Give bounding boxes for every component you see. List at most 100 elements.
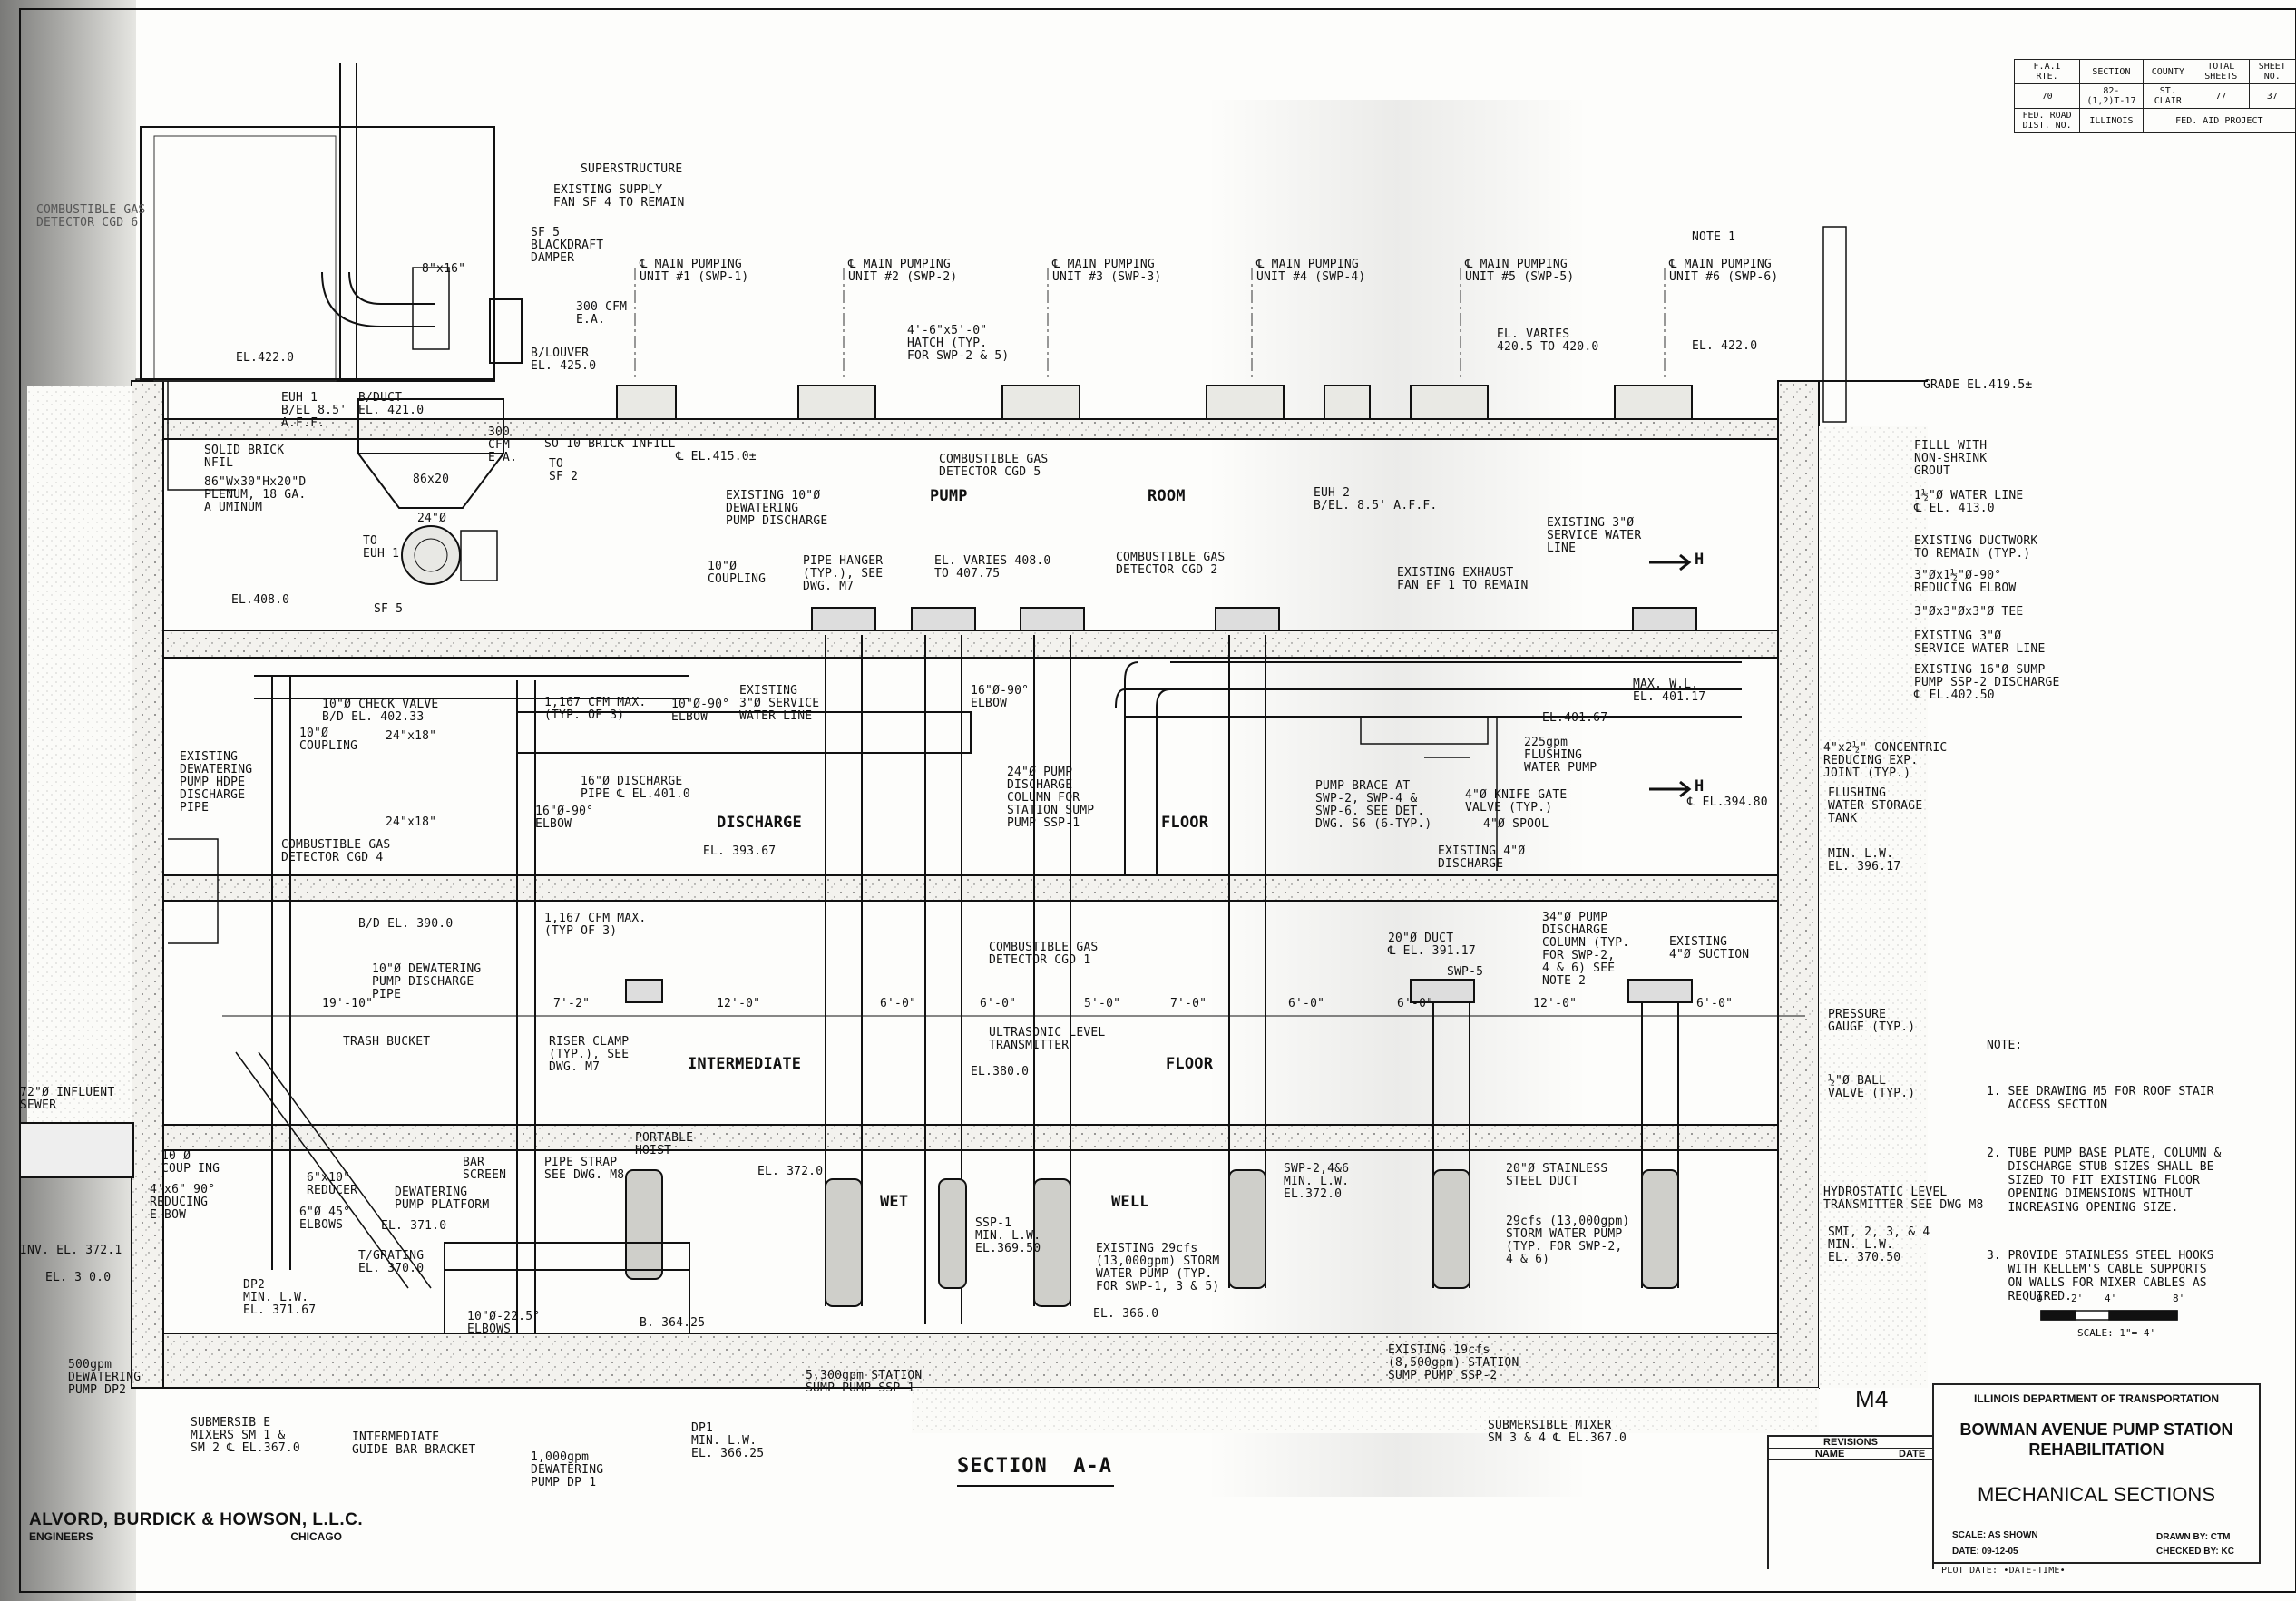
firm-sub: ENGINEERS xyxy=(29,1530,93,1543)
callout-sump-16: EXISTING 16"Ø SUMP PUMP SSP-2 DISCHARGE … xyxy=(1914,663,2060,702)
note-item: 3. PROVIDE STAINLESS STEEL HOOKS WITH KE… xyxy=(1987,1249,2214,1303)
scale-tick: 2' xyxy=(2071,1293,2084,1304)
dimension: 6'-0" xyxy=(1288,997,1325,1010)
callout-max-wl: MAX. W.L. EL. 401.17 xyxy=(1633,678,1706,704)
header-value: ST. CLAIR xyxy=(2142,83,2193,109)
dimension: 6'-0" xyxy=(980,997,1017,1010)
callout-influent: 72"Ø INFLUENT SEWER xyxy=(20,1086,115,1112)
callout-sf5: SF 5 BLACKDRAFT DAMPER xyxy=(531,226,604,265)
callout-el39367: EL. 393.67 xyxy=(703,844,777,858)
room-label-discharge: DISCHARGE xyxy=(717,814,802,832)
callout-dp2: DP2 MIN. L.W. EL. 371.67 xyxy=(243,1278,317,1317)
callout-swp2: SWP-2,4&6 MIN. L.W. EL.372.0 xyxy=(1284,1162,1350,1201)
revisions-header-row: NAME DATE xyxy=(1769,1449,1932,1460)
callout-note1: NOTE 1 xyxy=(1692,230,1736,244)
callout-300cfm: 300 CFM E.A. xyxy=(576,300,628,327)
callout-dewatering-10: EXISTING 10"Ø DEWATERING PUMP DISCHARGE xyxy=(726,489,828,528)
room-label-floor-1: FLOOR xyxy=(1161,814,1209,832)
dimension: 6'-0" xyxy=(1397,997,1434,1010)
callout-gas-cgd2: COMBUSTIBLE GAS DETECTOR CGD 2 xyxy=(1116,551,1226,577)
unit-5-label: ℄ MAIN PUMPING UNIT #5 (SWP-5) xyxy=(1465,258,1575,284)
callout-el39480: ℄ EL.394.80 xyxy=(1687,796,1768,809)
revisions-table: REVISIONS NAME DATE xyxy=(1767,1435,1934,1569)
callout-dewatering-1000: 1,000gpm DEWATERING PUMP DP 1 xyxy=(531,1450,604,1489)
callout-el372: EL. 372.0 xyxy=(757,1165,824,1178)
callout-duct-8x16: 8"x16" xyxy=(422,262,466,276)
callout-ultrasonic: ULTRASONIC LEVEL TRANSMITTER xyxy=(989,1026,1106,1052)
revisions-name: NAME xyxy=(1769,1449,1892,1459)
room-label-well: WELL xyxy=(1111,1193,1149,1211)
callout-smi: SMI, 2, 3, & 4 MIN. L.W. EL. 370.50 xyxy=(1828,1225,1930,1264)
callout-b36425: B. 364.25 xyxy=(640,1316,706,1330)
callout-dp1: DP1 MIN. L.W. EL. 366.25 xyxy=(691,1421,765,1460)
callout-bar-screen: BAR SCREEN xyxy=(463,1156,507,1182)
unit-4-label: ℄ MAIN PUMPING UNIT #4 (SWP-4) xyxy=(1256,258,1366,284)
callout-ssp2: EXISTING 19cfs (8,500gpm) STATION SUMP P… xyxy=(1388,1343,1519,1382)
callout-sf5-b: SF 5 xyxy=(374,602,404,616)
callout-coupling-10-b: 10"Ø COUPLING xyxy=(299,727,358,753)
callout-bd390: B/D EL. 390.0 xyxy=(358,917,454,931)
callout-brick-infill: SO 10 BRICK INFILL xyxy=(544,437,676,451)
callout-el422-b: EL. 422.0 xyxy=(1692,339,1758,353)
callout-tee: 3"Øx3"Øx3"Ø TEE xyxy=(1914,605,2024,619)
right-wall xyxy=(1777,380,1820,1389)
sheet-id: M4 xyxy=(1855,1385,1889,1412)
callout-bduct: B/DUCT EL. 421.0 xyxy=(358,391,425,417)
dimension: 7'-0" xyxy=(1170,997,1207,1010)
project-title: BOWMAN AVENUE PUMP STATION REHABILITATIO… xyxy=(1959,1420,2233,1459)
callout-flushing-tank: FLUSHING WATER STORAGE TANK xyxy=(1828,786,1923,825)
callout-1167cfm: 1,167 CFM MAX. (TYP. OF 3) xyxy=(544,696,647,722)
unit-1-label: ℄ MAIN PUMPING UNIT #1 (SWP-1) xyxy=(640,258,749,284)
header-foot: FED. AID PROJECT xyxy=(2142,108,2296,133)
callout-euh1: EUH 1 B/EL 8.5' A.F.F. xyxy=(281,391,347,430)
roof-slab xyxy=(135,418,1788,440)
room-label-intermediate: INTERMEDIATE xyxy=(688,1055,802,1073)
revisions-title: REVISIONS xyxy=(1769,1437,1932,1449)
agency: ILLINOIS DEPARTMENT OF TRANSPORTATION xyxy=(1974,1392,2219,1405)
dimension: 6'-0" xyxy=(1696,997,1734,1010)
callout-ssp1: SSP-1 MIN. L.W. EL.369.50 xyxy=(975,1216,1041,1255)
callout-elbow-16-b: 16"Ø-90° ELBOW xyxy=(535,805,594,831)
callout-elbow-16: 16"Ø-90° ELBOW xyxy=(971,684,1030,710)
callout-service-3-b: EXISTING 3"Ø SERVICE WATER LINE xyxy=(1547,516,1642,555)
callout-hatch: 4'-6"x5'-0" HATCH (TYP. FOR SWP-2 & 5) xyxy=(907,324,1010,363)
header-cell: COUNTY xyxy=(2142,59,2193,84)
callout-grout: FILLL WITH NON-SHRINK GROUT xyxy=(1914,439,1988,478)
callout-to-sf2: TO SF 2 xyxy=(549,457,579,483)
header-value: 37 xyxy=(2248,83,2296,109)
callout-flushing-pump: 225gpm FLUSHING WATER PUMP xyxy=(1524,736,1597,775)
callout-trash-bucket: TRASH BUCKET xyxy=(343,1035,431,1049)
callout-elbows-6: 6"Ø 45° ELBOWS xyxy=(299,1206,351,1232)
callout-mixers: SUBMERSIB E MIXERS SM 1 & SM 2 ℄ EL.367.… xyxy=(191,1416,300,1455)
section-marker-h: H xyxy=(1695,777,1705,796)
callout-dewatering-500: 500gpm DEWATERING PUMP DP2 xyxy=(68,1358,142,1397)
callout-swp5: SWP-5 xyxy=(1447,965,1484,979)
callout-reducer-6: 6"x10" REDUCER xyxy=(307,1171,358,1197)
callout-1167cfm-b: 1,167 CFM MAX. (TYP OF 3) xyxy=(544,912,647,938)
callout-el3: EL. 3 0.0 xyxy=(45,1271,112,1284)
callout-coupling-10-c: 10 Ø COUP ING xyxy=(161,1149,220,1176)
scale-tick: 8' xyxy=(2173,1293,2185,1304)
callout-gas-cgd4: COMBUSTIBLE GAS DETECTOR CGD 4 xyxy=(281,838,391,864)
callout-el366: EL. 366.0 xyxy=(1093,1307,1159,1321)
callout-dewatering-10-b: 10"Ø DEWATERING PUMP DISCHARGE PIPE xyxy=(372,962,482,1001)
note-item: 1. SEE DRAWING M5 FOR ROOF STAIR ACCESS … xyxy=(1987,1085,2214,1112)
sheet-border xyxy=(19,8,2296,1593)
callout-duct-20: 20"Ø DUCT ℄ EL. 391.17 xyxy=(1388,932,1476,958)
callout-grating: T/GRATING EL. 370.0 xyxy=(358,1249,425,1275)
callout-24x18-b: 24"x18" xyxy=(386,815,437,829)
drawn-by: DRAWN BY: CTM xyxy=(2156,1532,2231,1542)
callout-louver: B/LOUVER EL. 425.0 xyxy=(531,347,597,373)
section-marker-h: H xyxy=(1695,551,1705,569)
callout-supply-fan: EXISTING SUPPLY FAN SF 4 TO REMAIN xyxy=(553,183,685,210)
checked-by: CHECKED BY: KC xyxy=(2156,1547,2234,1557)
header-foot: FED. ROAD DIST. NO. xyxy=(2013,108,2081,133)
callout-inv: INV. EL. 372.1 xyxy=(20,1244,122,1257)
callout-service-3: EXISTING 3"Ø SERVICE WATER LINE xyxy=(1914,630,2046,656)
callout-gas-cgd1: COMBUSTIBLE GAS DETECTOR CGD 1 xyxy=(989,941,1099,967)
callout-86x20: 86x20 xyxy=(413,473,450,486)
callout-pump-brace: PUMP BRACE AT SWP-2, SWP-4 & SWP-6. SEE … xyxy=(1315,779,1432,831)
header-value: 82-(1,2)T-17 xyxy=(2079,83,2144,109)
dimension: 5'-0" xyxy=(1084,997,1121,1010)
